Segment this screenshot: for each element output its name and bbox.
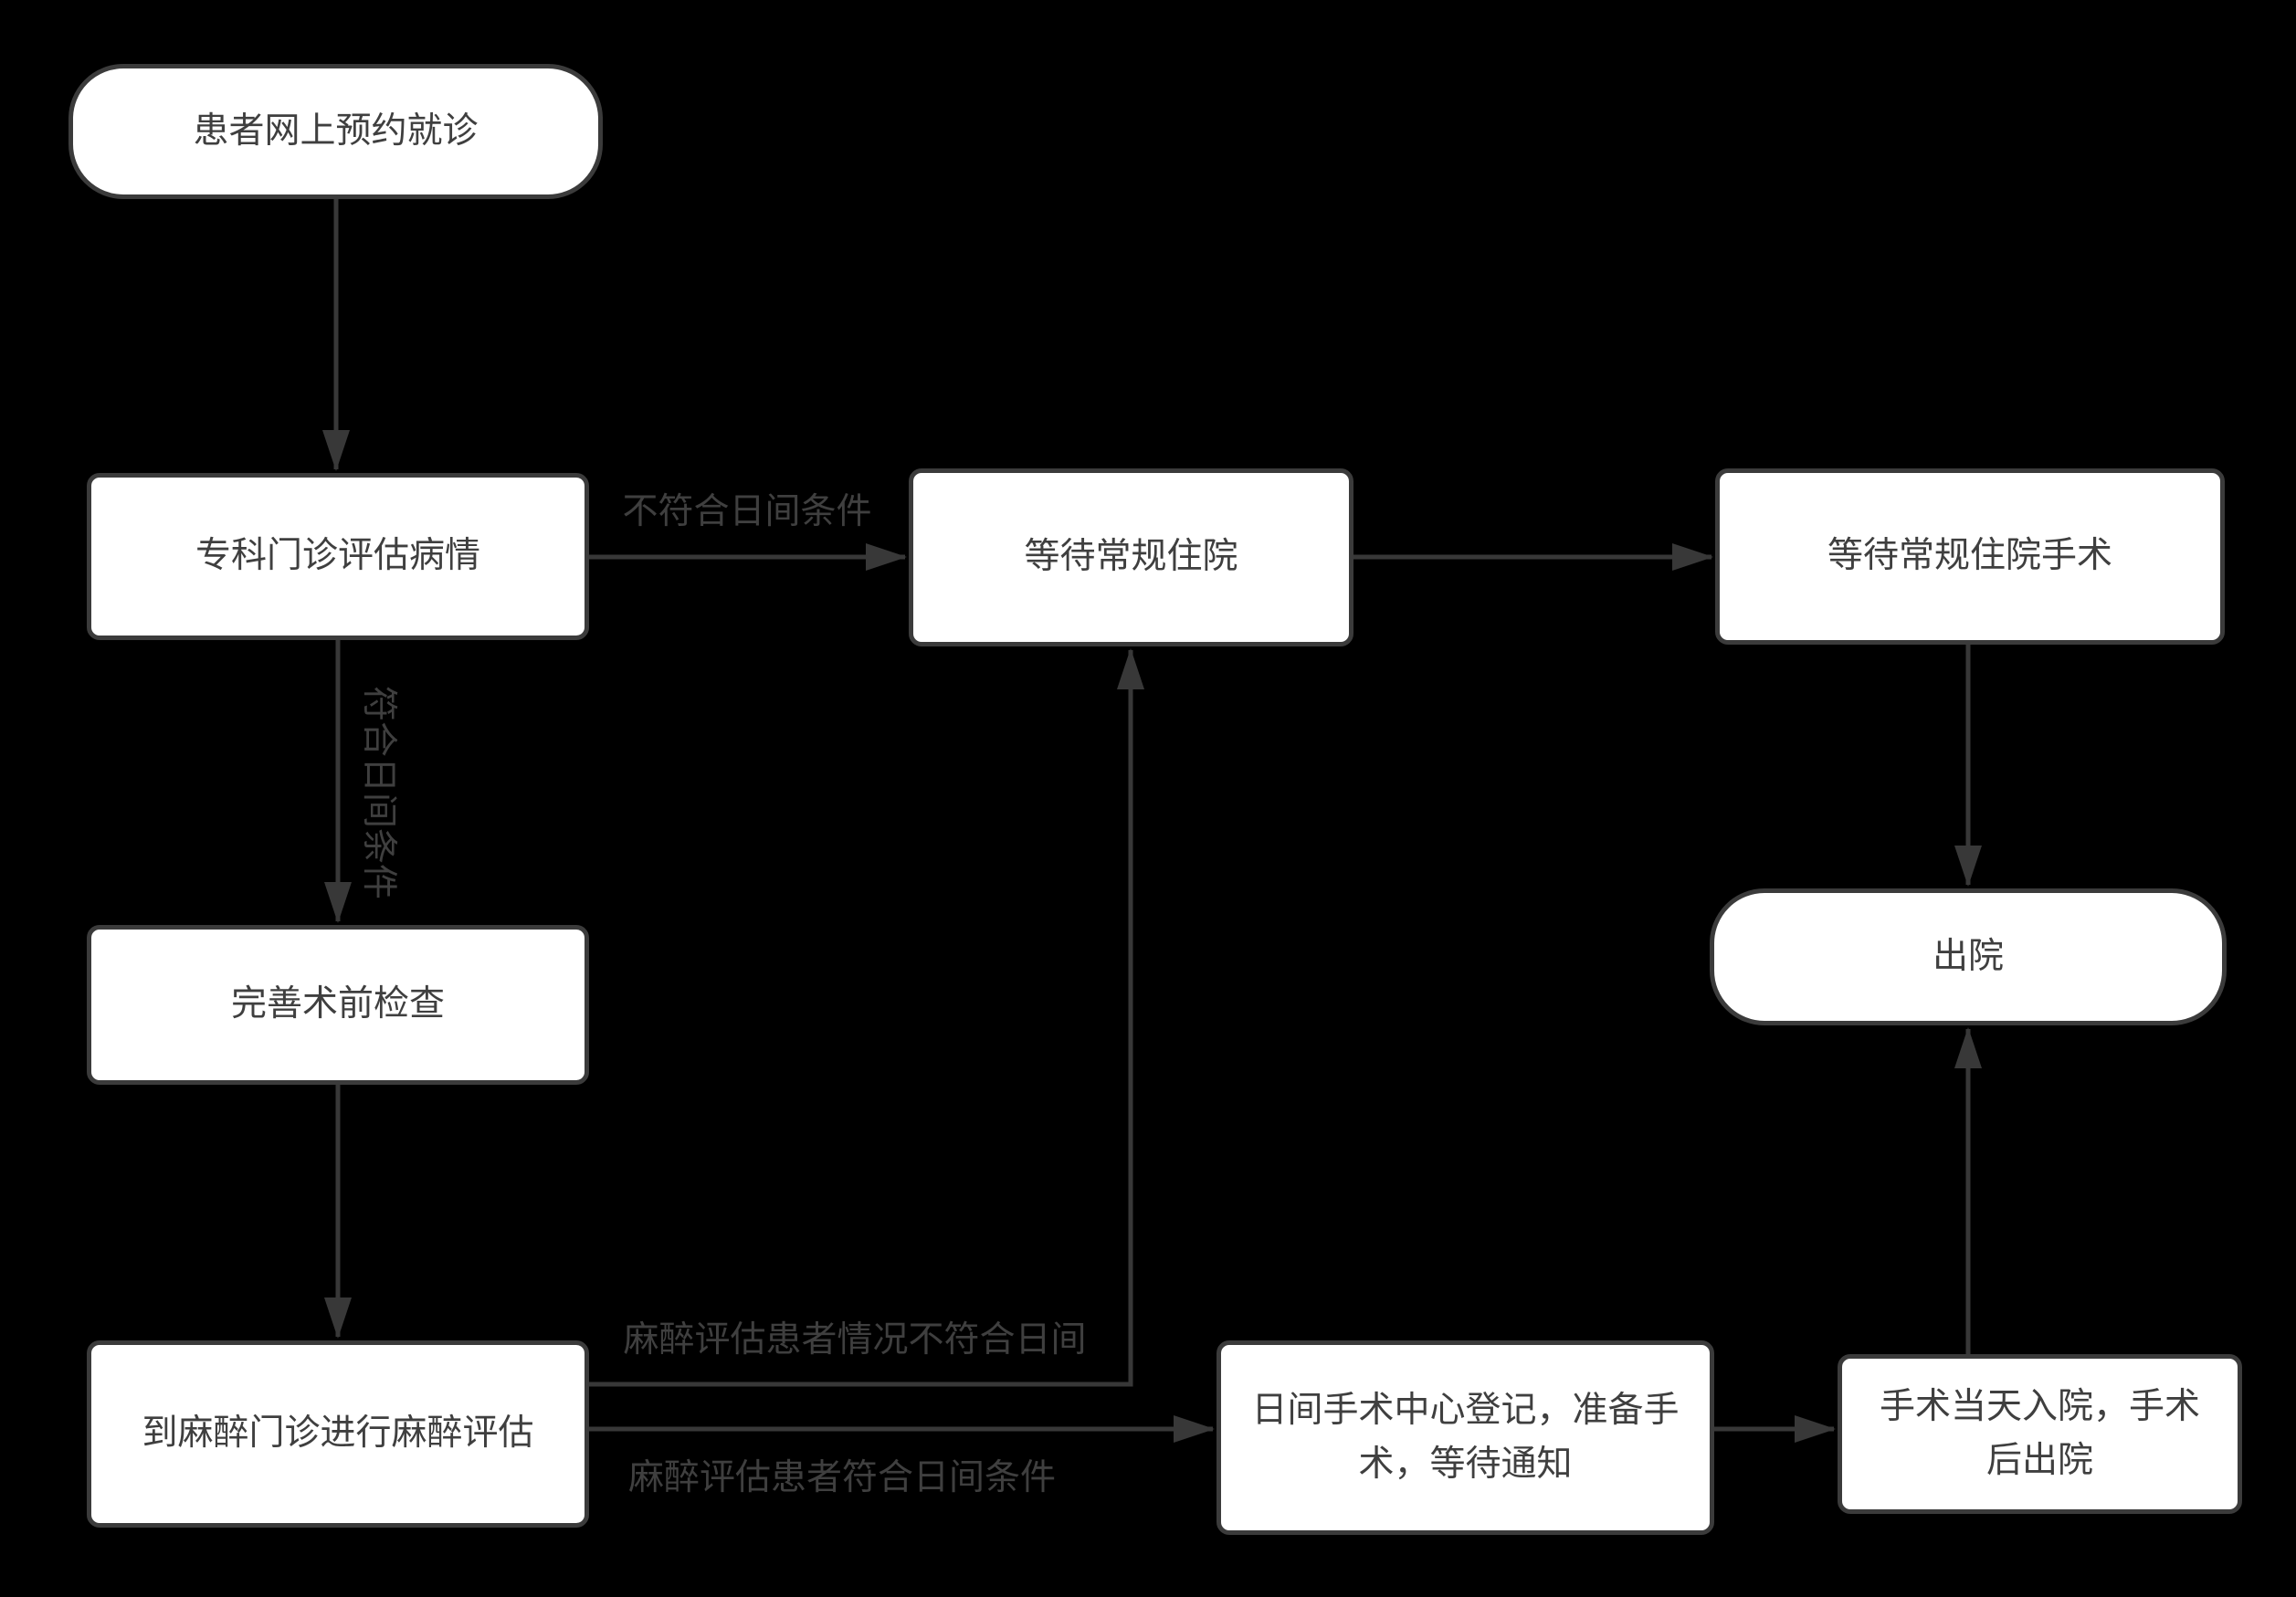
node-specialist-clinic-evaluation: 专科门诊评估病情 bbox=[87, 473, 589, 640]
node-label: 完善术前检查 bbox=[230, 983, 445, 1025]
edge-label-meet-day-criteria: 符合日间条件 bbox=[358, 685, 399, 900]
edge-label-anesthesia-not-meet-day: 麻醉评估患者情况不符合日间 bbox=[623, 1319, 1087, 1361]
node-label: 到麻醉门诊进行麻醉评估 bbox=[142, 1413, 534, 1455]
node-anesthesia-clinic-evaluation: 到麻醉门诊进行麻醉评估 bbox=[87, 1340, 589, 1528]
node-wait-regular-hospitalization: 等待常规住院 bbox=[909, 468, 1353, 646]
node-day-surgery-center-registration: 日间手术中心登记，准备手术，等待通知 bbox=[1216, 1340, 1714, 1535]
node-label: 专科门诊评估病情 bbox=[195, 535, 480, 577]
node-complete-preop-exam: 完善术前检查 bbox=[87, 925, 589, 1085]
node-label: 等待常规住院 bbox=[1024, 536, 1238, 578]
node-patient-online-booking: 患者网上预约就诊 bbox=[68, 64, 603, 199]
node-same-day-admission-discharge: 手术当天入院，手术后出院 bbox=[1838, 1354, 2242, 1514]
node-label: 等待常规住院手术 bbox=[1827, 535, 2112, 577]
edge-anesthesia-to-waitregular bbox=[589, 648, 1144, 1387]
node-label: 患者网上预约就诊 bbox=[193, 110, 479, 152]
node-label: 日间手术中心登记，准备手术，等待通知 bbox=[1251, 1390, 1680, 1485]
node-label: 手术当天入院，手术后出院 bbox=[1879, 1386, 2200, 1481]
node-wait-regular-hospitalization-surgery: 等待常规住院手术 bbox=[1715, 468, 2225, 645]
node-discharge: 出院 bbox=[1710, 888, 2227, 1025]
node-label: 出院 bbox=[1932, 935, 2004, 977]
edge-label-anesthesia-meet-day: 麻醉评估患者符合日间条件 bbox=[627, 1457, 1057, 1498]
edge-label-not-meet-day-criteria: 不符合日间条件 bbox=[622, 491, 872, 532]
